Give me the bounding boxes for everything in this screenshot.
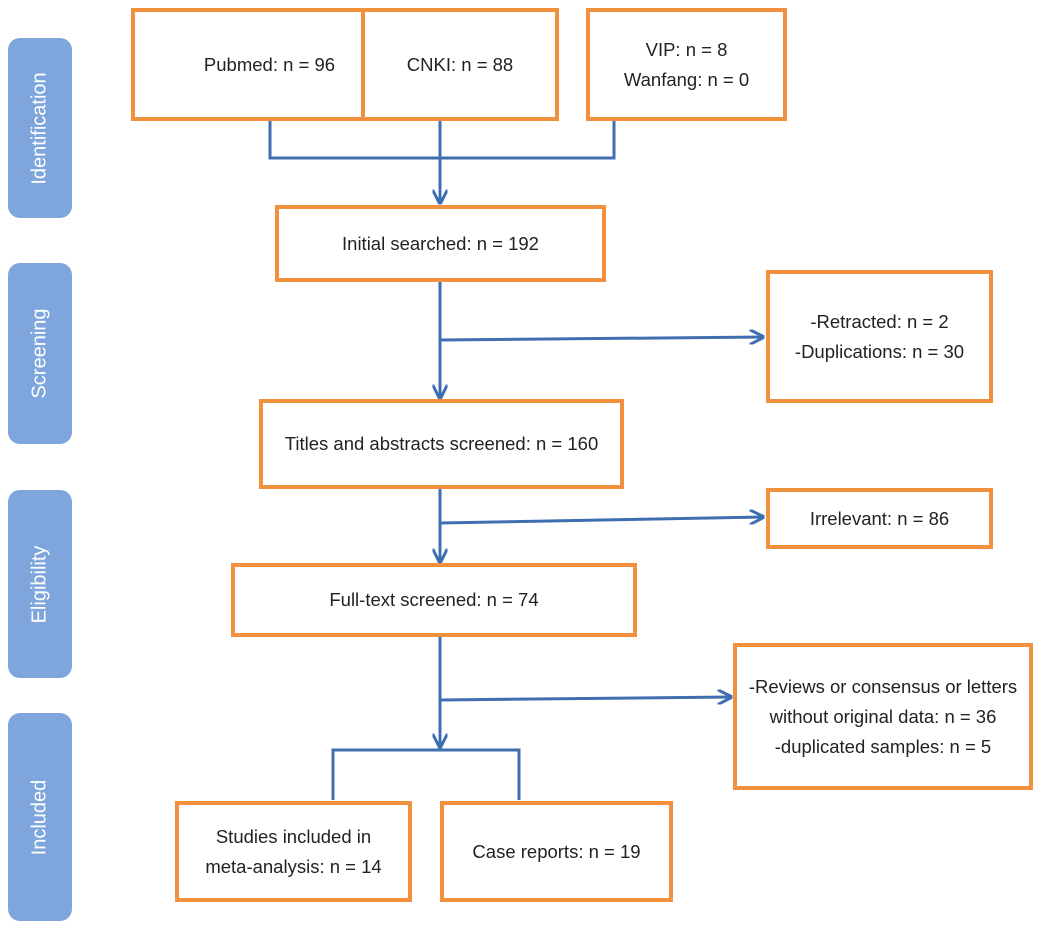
box-text: Wanfang: n = 0 (623, 68, 750, 90)
box-text: CNKI: n = 88 (406, 53, 514, 75)
box-text: -Reviews or consensus or letters (748, 675, 1018, 697)
box-excluded-retracted-duplications: -Retracted: n = 2 -Duplications: n = 30 (766, 270, 993, 403)
stage-label: Eligibility (28, 545, 51, 623)
box-full-text: Full-text screened: n = 74 (231, 563, 637, 637)
stage-included: Included (8, 713, 72, 921)
box-text: without original data: n = 36 (769, 705, 997, 727)
box-text: Initial searched: n = 192 (342, 232, 539, 254)
box-text: Irrelevant: n = 86 (809, 507, 950, 529)
box-excluded-irrelevant: Irrelevant: n = 86 (766, 488, 993, 549)
arrow-to-excluded-1 (439, 337, 763, 340)
box-case-reports: Case reports: n = 19 (440, 801, 673, 902)
box-vip-wanfang: VIP: n = 8 Wanfang: n = 0 (586, 8, 787, 121)
box-text: Studies included in (215, 825, 372, 847)
box-text: -duplicated samples: n = 5 (774, 735, 992, 757)
box-titles-abstracts: Titles and abstracts screened: n = 160 (259, 399, 624, 489)
stage-identification: Identification (8, 38, 72, 218)
box-text: Pubmed: n = 96 (203, 53, 336, 75)
box-text: Case reports: n = 19 (472, 840, 641, 862)
box-initial-searched: Initial searched: n = 192 (275, 205, 606, 282)
connector-split (331, 748, 521, 800)
box-text: -Retracted: n = 2 (810, 310, 949, 332)
box-text: Full-text screened: n = 74 (329, 589, 539, 610)
box-text: VIP: n = 8 (645, 38, 728, 60)
box-text: Titles and abstracts screened: n = 160 (284, 433, 599, 454)
stage-eligibility: Eligibility (8, 490, 72, 678)
box-text: -Duplications: n = 30 (794, 340, 965, 362)
connector-sources-merge (268, 120, 616, 160)
box-cnki: CNKI: n = 88 (361, 8, 559, 121)
stage-label: Screening (28, 308, 51, 399)
box-text: meta-analysis: n = 14 (205, 855, 382, 877)
stage-label: Included (28, 779, 51, 855)
stage-label: Identification (28, 71, 51, 185)
box-excluded-reviews: -Reviews or consensus or letters without… (733, 643, 1033, 790)
arrow-to-excluded-3 (439, 697, 731, 700)
arrow-to-excluded-2 (439, 517, 763, 523)
box-meta-analysis: Studies included in meta-analysis: n = 1… (175, 801, 412, 902)
stage-screening: Screening (8, 263, 72, 444)
